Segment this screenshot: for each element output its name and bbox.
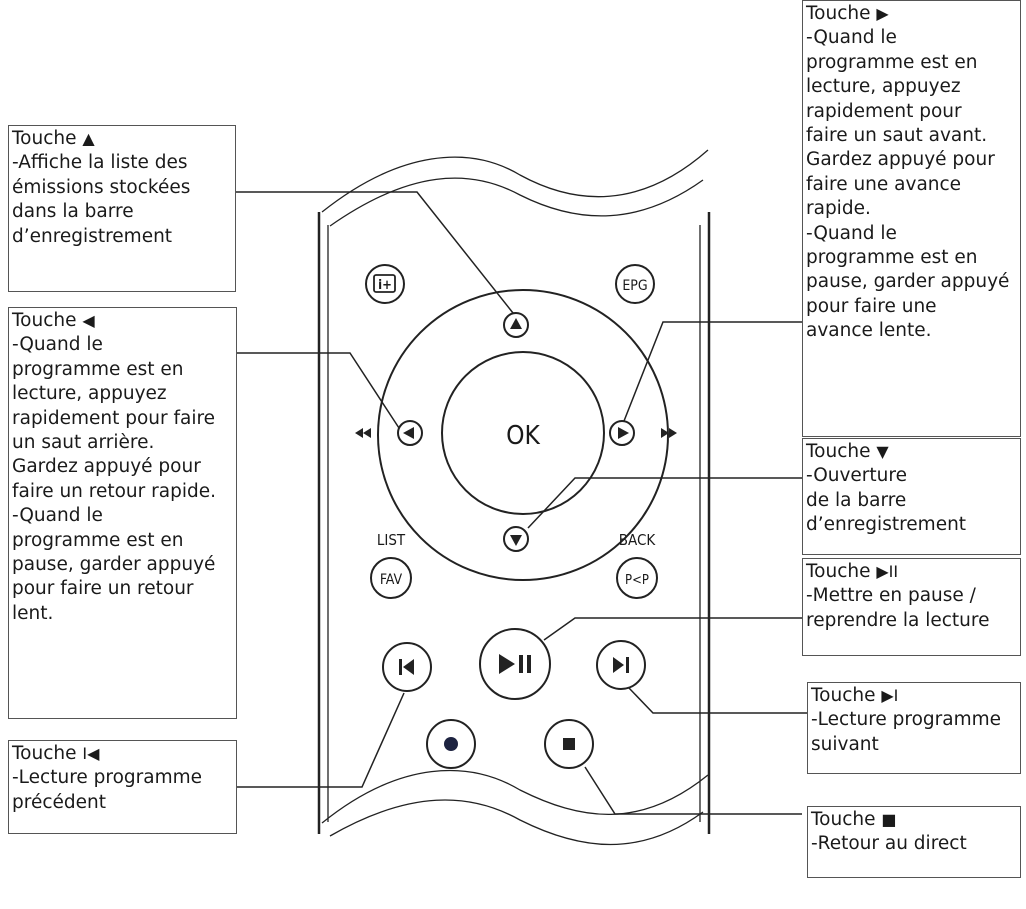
callout-next-key: Touche ▶I -Lecture programme suivant bbox=[807, 682, 1021, 774]
callout-previous-symbol: I◀ bbox=[82, 744, 100, 763]
callout-right-symbol: ▶ bbox=[876, 4, 889, 23]
previous-button[interactable] bbox=[382, 642, 432, 692]
record-button[interactable] bbox=[426, 719, 476, 769]
callout-up-title: Touche bbox=[12, 128, 77, 149]
callout-up-line: dans la barre bbox=[12, 201, 134, 223]
callout-up-line: d’enregistrement bbox=[12, 225, 173, 247]
callout-play-pause-symbol: ▶II bbox=[876, 562, 899, 581]
callout-stop-line: -Retour au direct bbox=[811, 833, 967, 855]
callout-left-line: -Quand le bbox=[12, 505, 103, 527]
callout-play-pause-title: Touche bbox=[806, 561, 871, 582]
callout-right-line: faire une avance bbox=[806, 173, 962, 195]
info-button-label: i+ bbox=[378, 278, 392, 293]
record-icon bbox=[444, 737, 458, 751]
callout-right-key: Touche ▶ -Quand le programme est en lect… bbox=[802, 0, 1021, 437]
callout-down-line: -Ouverture bbox=[806, 465, 907, 487]
callout-stop-symbol: ■ bbox=[881, 810, 897, 829]
stop-button[interactable] bbox=[544, 719, 594, 769]
callout-down-line: d’enregistrement bbox=[806, 514, 967, 536]
callout-right-line: lecture, appuyez bbox=[806, 76, 961, 98]
fav-button-label: FAV bbox=[380, 572, 403, 588]
list-label: LIST bbox=[377, 531, 406, 549]
callout-right-line: pause, garder appuyé bbox=[806, 271, 1010, 293]
callout-left-line: pour faire un retour bbox=[12, 578, 194, 600]
fast-forward-icon bbox=[661, 428, 677, 438]
play-pause-button[interactable] bbox=[479, 628, 551, 700]
rewind-icon bbox=[355, 428, 371, 438]
callout-down-symbol: ▼ bbox=[876, 442, 889, 461]
callout-stop-key: Touche ■ -Retour au direct bbox=[807, 806, 1021, 878]
leader-lines bbox=[220, 191, 807, 815]
next-button[interactable] bbox=[596, 640, 646, 690]
callout-left-line: pause, garder appuyé bbox=[12, 554, 216, 576]
callout-left-line: lecture, appuyez bbox=[12, 383, 167, 405]
pp-button-label: P<P bbox=[625, 573, 649, 588]
left-arrow-icon bbox=[403, 427, 414, 439]
callout-left-key: Touche ◀ -Quand le programme est en lect… bbox=[8, 307, 237, 719]
play-pause-icon bbox=[499, 654, 515, 674]
callout-right-line: rapidement pour bbox=[806, 100, 962, 122]
callout-next-symbol: ▶I bbox=[881, 686, 899, 705]
callout-next-title: Touche bbox=[811, 685, 876, 706]
callout-down-key: Touche ▼ -Ouverture de la barre d’enregi… bbox=[802, 438, 1021, 555]
callout-left-line: faire un retour rapide. bbox=[12, 480, 216, 502]
callout-left-symbol: ◀ bbox=[82, 311, 95, 330]
stop-icon bbox=[563, 738, 575, 750]
callout-down-title: Touche bbox=[806, 441, 871, 462]
callout-right-line: pour faire une bbox=[806, 295, 937, 317]
callout-up-key: Touche ▲ -Affiche la liste des émissions… bbox=[8, 125, 236, 292]
callout-left-line: programme est en bbox=[12, 358, 184, 380]
previous-icon bbox=[403, 659, 414, 675]
next-icon bbox=[613, 657, 624, 673]
nav-ring bbox=[377, 289, 669, 581]
epg-button[interactable]: EPG bbox=[615, 264, 655, 304]
callout-left-line: lent. bbox=[12, 602, 54, 624]
callout-left-line: programme est en bbox=[12, 529, 184, 551]
up-arrow-icon bbox=[510, 318, 522, 329]
callout-right-line: rapide. bbox=[806, 198, 871, 220]
callout-right-line: faire un saut avant. bbox=[806, 125, 988, 147]
down-arrow-icon bbox=[510, 535, 522, 546]
callout-up-symbol: ▲ bbox=[82, 129, 95, 148]
up-button[interactable] bbox=[503, 312, 529, 338]
ok-button-label: OK bbox=[506, 421, 540, 451]
right-button[interactable] bbox=[609, 420, 635, 446]
callout-left-line: rapidement pour faire bbox=[12, 407, 216, 429]
callout-previous-key: Touche I◀ -Lecture programme précédent bbox=[8, 740, 237, 834]
callout-next-line: suivant bbox=[811, 733, 879, 755]
callout-left-line: Gardez appuyé pour bbox=[12, 456, 201, 478]
callout-right-title: Touche bbox=[806, 3, 871, 24]
fav-button[interactable]: FAV bbox=[370, 557, 412, 599]
callout-right-line: programme est en bbox=[806, 51, 978, 73]
callout-up-line: -Affiche la liste des bbox=[12, 152, 188, 174]
remote-body bbox=[317, 149, 711, 846]
callout-right-line: programme est en bbox=[806, 247, 978, 269]
right-arrow-icon bbox=[618, 427, 629, 439]
callout-stop-title: Touche bbox=[811, 809, 876, 830]
callout-right-line: -Quand le bbox=[806, 222, 897, 244]
info-button[interactable]: i+ bbox=[365, 264, 405, 304]
callout-down-line: de la barre bbox=[806, 489, 907, 511]
ok-button[interactable]: OK bbox=[441, 351, 605, 515]
callout-previous-line: précédent bbox=[12, 791, 106, 813]
pp-button[interactable]: P<P bbox=[616, 557, 658, 599]
callout-right-line: Gardez appuyé pour bbox=[806, 149, 995, 171]
callout-play-pause-line: -Mettre en pause / bbox=[806, 585, 976, 607]
callout-left-line: -Quand le bbox=[12, 334, 103, 356]
left-button[interactable] bbox=[397, 420, 423, 446]
epg-button-label: EPG bbox=[622, 278, 647, 294]
down-button[interactable] bbox=[503, 526, 529, 552]
callout-previous-line: -Lecture programme bbox=[12, 767, 203, 789]
callout-right-line: -Quand le bbox=[806, 27, 897, 49]
callout-left-line: un saut arrière. bbox=[12, 432, 155, 454]
back-label: BACK bbox=[619, 531, 657, 549]
callout-play-pause-key: Touche ▶II -Mettre en pause / reprendre … bbox=[802, 558, 1021, 656]
callout-left-title: Touche bbox=[12, 310, 77, 331]
callout-play-pause-line: reprendre la lecture bbox=[806, 609, 990, 631]
callout-right-line: avance lente. bbox=[806, 320, 932, 342]
callout-up-line: émissions stockées bbox=[12, 176, 191, 198]
callout-next-line: -Lecture programme bbox=[811, 709, 1002, 731]
callout-previous-title: Touche bbox=[12, 743, 77, 764]
